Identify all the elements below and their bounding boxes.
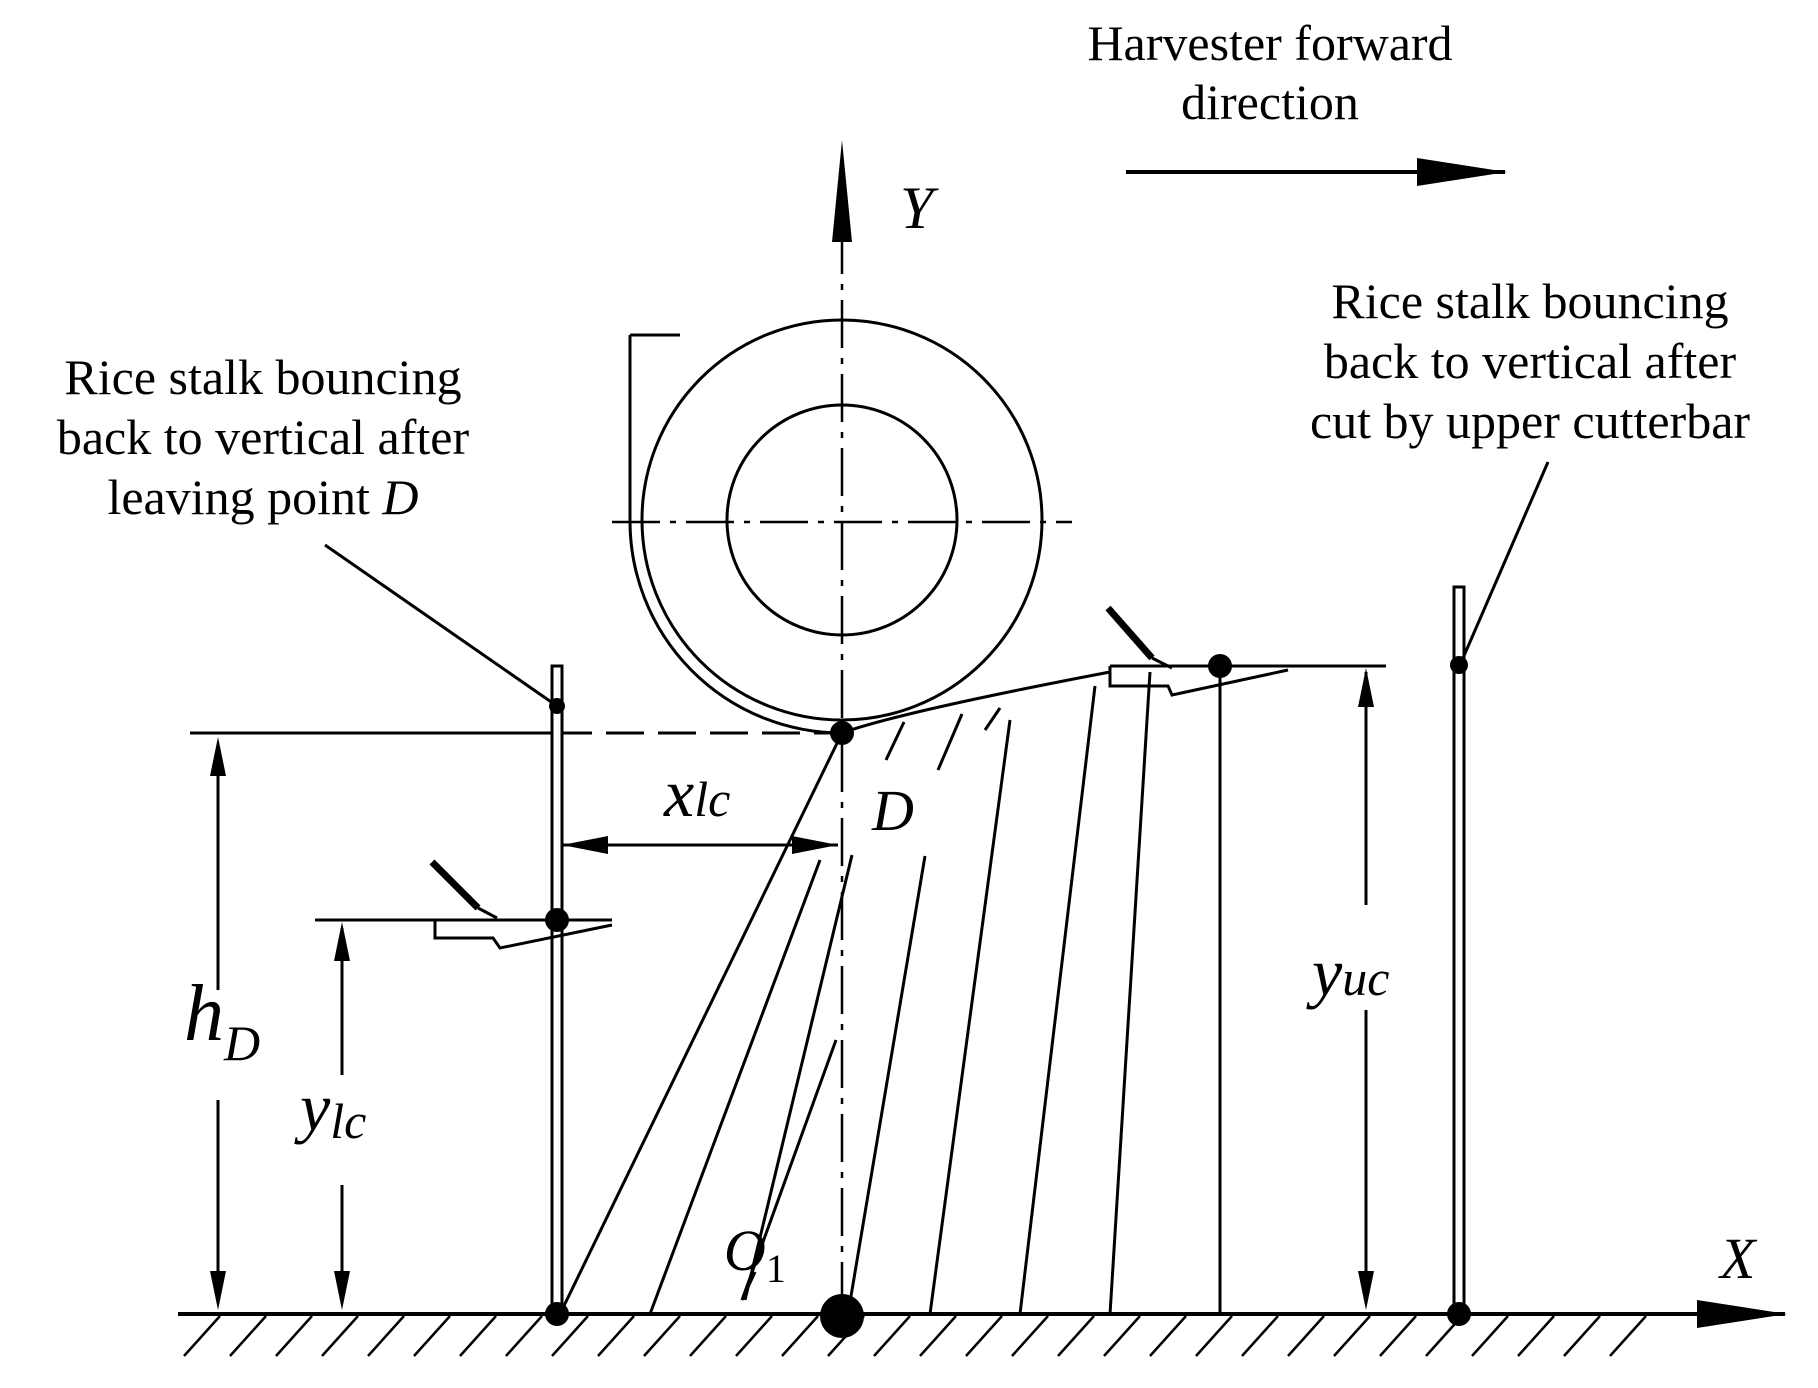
point-d-dot — [830, 721, 854, 745]
stalk-guide-curve — [841, 670, 1111, 735]
ground-hatch-line — [643, 1315, 681, 1357]
ground-hatch-line — [965, 1315, 1003, 1357]
bent-stalks — [558, 666, 1222, 1315]
ground-hatch-line — [1149, 1315, 1187, 1357]
direction-label-line2: direction — [1181, 74, 1359, 130]
ground-hatch-line — [689, 1315, 727, 1357]
direction-label-line1: Harvester forward — [1087, 15, 1452, 71]
ground-hatch-line — [505, 1315, 543, 1357]
ground-hatch-line — [1103, 1315, 1141, 1357]
y-uc-label: yuc — [1306, 934, 1389, 1010]
right-stalk-base-dot — [1447, 1302, 1471, 1326]
y-axis — [832, 140, 852, 1310]
upper-cutterbar — [1105, 605, 1386, 697]
right-note-line1: Rice stalk bouncing — [1331, 273, 1728, 329]
lower-cutterbar — [315, 859, 613, 950]
ground-hatch-line — [413, 1315, 451, 1357]
ground-hatch-line — [919, 1315, 957, 1357]
ground-hatch-line — [1241, 1315, 1279, 1357]
ground-hatch-line — [275, 1315, 313, 1357]
ground-hatching — [183, 1315, 1647, 1357]
ground-hatch-line — [321, 1315, 359, 1357]
right-note-line2: back to vertical after — [1324, 333, 1737, 389]
left-stalk-top-dot — [549, 698, 565, 714]
origin-dot — [820, 1294, 864, 1338]
left-vertical-stalk — [550, 664, 564, 1316]
ground-hatch-line — [1287, 1315, 1325, 1357]
ground-hatch-line — [1471, 1315, 1509, 1357]
x-lc-label: xlc — [663, 755, 730, 831]
ground-hatch-line — [1011, 1315, 1049, 1357]
left-stalk-base-dot — [545, 1302, 569, 1326]
labels: Harvester forward direction Rice stalk b… — [57, 15, 1758, 1291]
ground-hatch-line — [183, 1315, 221, 1357]
lower-cutterbar-dot — [545, 908, 569, 932]
h-d-label: hD — [184, 970, 260, 1071]
ground-hatch-line — [367, 1315, 405, 1357]
ground — [178, 1312, 1700, 1357]
left-note-line3: leaving point D — [107, 469, 418, 525]
ground-hatch-line — [1057, 1315, 1095, 1357]
upper-cutterbar-dot — [1208, 654, 1232, 678]
left-note-leader — [324, 543, 558, 708]
ground-hatch-line — [735, 1315, 773, 1357]
right-stalk-dot — [1450, 656, 1468, 674]
left-note-line2: back to vertical after — [57, 409, 470, 465]
ground-hatch-line — [551, 1315, 589, 1357]
ground-hatch-line — [1379, 1315, 1417, 1357]
ground-hatch-line — [781, 1315, 819, 1357]
left-note-line1: Rice stalk bouncing — [64, 349, 461, 405]
ground-hatch-line — [1609, 1315, 1647, 1357]
ground-hatch-line — [1517, 1315, 1555, 1357]
right-note-line3: cut by upper cutterbar — [1310, 393, 1750, 449]
ground-hatch-line — [459, 1315, 497, 1357]
right-vertical-stalk — [1452, 585, 1466, 1316]
y-lc-label: ylc — [294, 1069, 366, 1149]
x-axis-label: X — [1718, 1226, 1758, 1291]
right-note-leader — [1458, 461, 1550, 666]
ground-hatch-line — [597, 1315, 635, 1357]
point-d-label: D — [871, 778, 914, 843]
reel — [612, 318, 1072, 735]
ground-hatch-line — [1333, 1315, 1371, 1357]
ground-hatch-line — [229, 1315, 267, 1357]
ground-hatch-line — [1195, 1315, 1233, 1357]
origin-label: O1 — [724, 1218, 786, 1291]
x-lc-dimension — [562, 836, 838, 854]
stalk-top-ticks — [740, 707, 1002, 1301]
ground-hatch-line — [873, 1315, 911, 1357]
y-axis-label: Y — [900, 175, 939, 241]
ground-hatch-line — [1563, 1315, 1601, 1357]
points — [545, 654, 1471, 1338]
